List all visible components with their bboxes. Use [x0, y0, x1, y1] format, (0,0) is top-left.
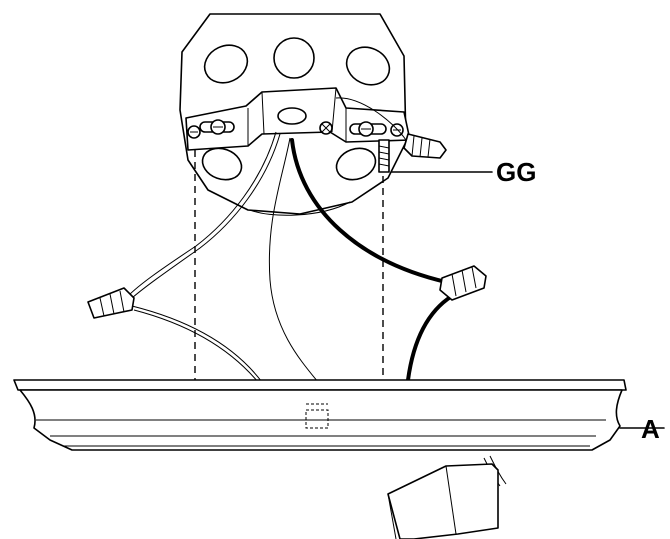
knockout-hole	[335, 147, 377, 181]
knockout-hole	[201, 147, 243, 181]
knockout-hole	[203, 44, 249, 84]
wire-nut-icon	[335, 97, 447, 159]
light-head	[387, 455, 507, 539]
knockout-hole	[273, 37, 315, 79]
wire-connector-left	[87, 287, 135, 319]
mounting-screw-gg	[378, 139, 493, 173]
canopy	[13, 379, 627, 451]
screw-icon	[378, 139, 390, 173]
supply-wires	[127, 131, 454, 383]
wire-connector-right	[439, 265, 487, 301]
bracket-center-hole	[277, 107, 307, 125]
knockout-hole	[345, 46, 391, 86]
canopy-slot	[305, 409, 329, 429]
alignment-lines	[194, 150, 384, 382]
label-gg: GG	[496, 157, 536, 187]
label-a: A	[641, 414, 660, 444]
